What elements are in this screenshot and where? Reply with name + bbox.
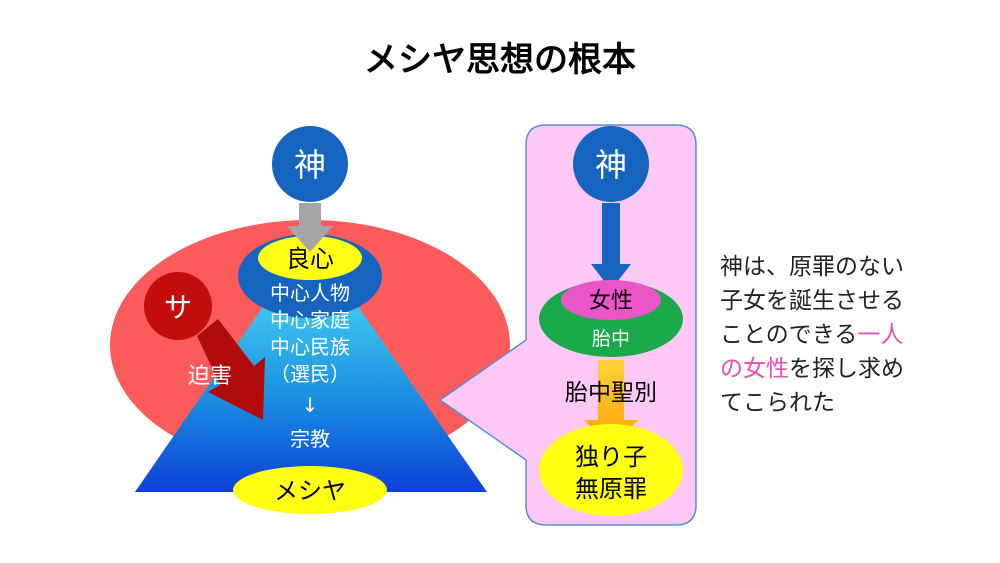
explanation-line-3: ことのできる一人 [720,318,980,352]
satan-label: サ [164,291,192,324]
explanation-text: 神は、原罪のない 子女を誕生させる ことのできる一人 の女性を探し求め てこられ… [720,250,980,420]
sanctification-label: 胎中聖別 [565,380,657,406]
center-line-chosen: （選民） [270,362,350,386]
god-circle-left [272,126,348,202]
gray-arrow [287,203,333,252]
god-label-right: 神 [595,146,627,184]
messiah-ellipse [233,466,387,514]
center-line-religion: 宗教 [290,427,330,451]
down-arrow-glyph: ↓ [302,393,319,417]
explanation-line-1: 神は、原罪のない [720,254,904,280]
explanation-line-5: てこられた [720,390,835,416]
explanation-line-2: 子女を誕生させる [720,288,904,314]
only-son-label: 独り子 [575,443,647,471]
sinless-label: 無原罪 [575,475,647,503]
satan-circle [144,272,212,340]
god-label-left: 神 [294,146,326,184]
blue-arrow [591,203,631,290]
page-title: メシヤ思想の根本 [364,40,636,80]
explanation-line-4: の女性を探し求め [720,352,980,386]
conscience-label: 良心 [286,245,334,273]
highlight-woman: の女性 [720,356,789,382]
explanation-line-4b: を探し求め [789,356,904,382]
pyramid [135,282,487,492]
highlight-one-person: 一人 [857,322,904,348]
center-line-family: 中心家庭 [270,308,350,332]
persecution-label: 迫害 [188,364,232,389]
only-son-ellipse [539,424,683,516]
woman-oval [561,280,661,320]
center-line-nation: 中心民族 [270,335,350,359]
messiah-label: メシヤ [274,477,346,505]
conscience-label-oval [258,236,362,280]
god-circle-right [573,126,649,202]
center-line-person: 中心人物 [270,281,350,305]
persecution-arrow [197,319,265,420]
explanation-line-3a: ことのできる [720,322,858,348]
woman-label: 女性 [589,289,633,314]
womb-label: 胎中 [592,328,630,350]
